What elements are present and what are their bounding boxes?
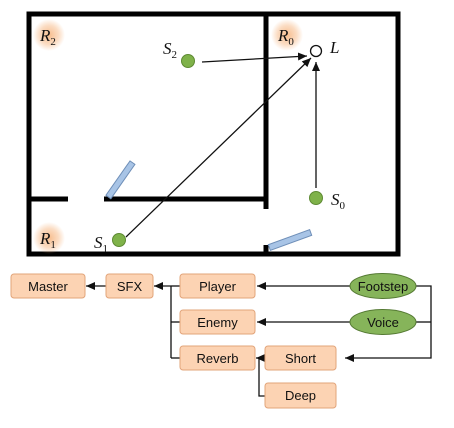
bus-reverb[interactable]: Reverb	[179, 345, 256, 371]
source-s0: S0	[309, 190, 346, 212]
door-r2-r1	[105, 160, 136, 200]
svg-text:S0: S0	[331, 190, 346, 212]
svg-text:SFX: SFX	[117, 279, 143, 294]
event-footstep[interactable]: Footstep	[349, 273, 417, 299]
room-label-r2: R2	[33, 19, 65, 51]
source-s1: S1	[94, 233, 126, 255]
svg-text:Footstep: Footstep	[358, 279, 409, 294]
svg-text:S1: S1	[94, 233, 108, 255]
svg-text:Master: Master	[28, 279, 68, 294]
bus-deep[interactable]: Deep	[264, 382, 337, 409]
floor-plan: R2 R0 R1 S2 S1 S0 L	[26, 11, 401, 257]
listener: L	[309, 38, 339, 58]
room-label-r1: R1	[33, 222, 65, 254]
bus-sfx[interactable]: SFX	[105, 273, 154, 299]
path-s1-to-listener	[125, 57, 312, 238]
path-s2-to-listener	[201, 52, 308, 63]
svg-text:R1: R1	[39, 229, 56, 251]
svg-text:R2: R2	[39, 26, 56, 48]
svg-text:Enemy: Enemy	[197, 315, 238, 330]
svg-text:Voice: Voice	[367, 315, 399, 330]
svg-text:Short: Short	[285, 351, 316, 366]
svg-text:Reverb: Reverb	[197, 351, 239, 366]
svg-text:R0: R0	[277, 26, 294, 48]
bus-short[interactable]: Short	[264, 345, 337, 371]
room-label-r0: R0	[271, 19, 303, 51]
bus-master[interactable]: Master	[10, 273, 86, 299]
svg-text:Deep: Deep	[285, 388, 316, 403]
source-s2: S2	[163, 39, 195, 68]
svg-text:Player: Player	[199, 279, 237, 294]
door-r0-r1	[267, 229, 313, 251]
bus-enemy[interactable]: Enemy	[179, 309, 256, 335]
bus-player[interactable]: Player	[179, 273, 256, 299]
svg-text:S2: S2	[163, 39, 177, 61]
mix-graph: Master SFX Player Enemy Reverb Short Dee…	[10, 273, 432, 409]
event-voice[interactable]: Voice	[349, 309, 417, 335]
outer-wall	[26, 11, 401, 257]
svg-text:L: L	[329, 38, 339, 57]
